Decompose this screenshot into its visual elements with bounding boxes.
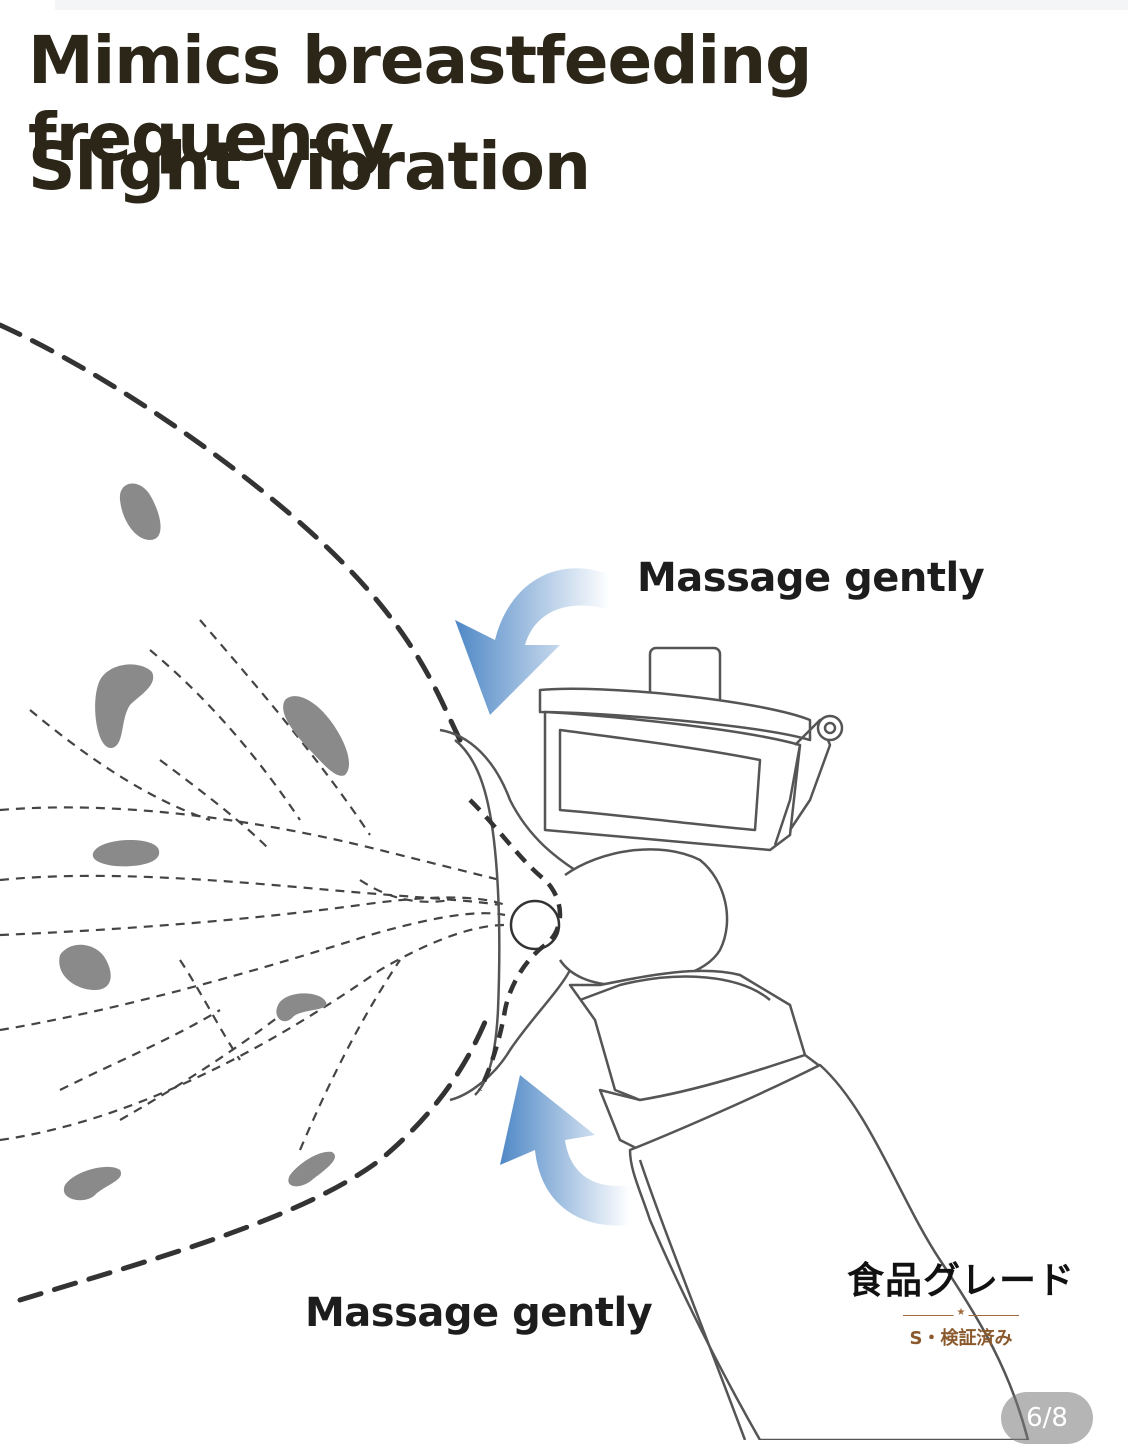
pump-body xyxy=(558,848,1030,1440)
stamp-divider: ★ xyxy=(903,1307,1019,1320)
star-icon: ★ xyxy=(953,1307,969,1318)
nipple-outline xyxy=(468,798,563,1092)
nipple-circle xyxy=(509,899,561,951)
lobules xyxy=(59,483,350,1201)
breast-outline xyxy=(0,322,493,1303)
milk-ducts xyxy=(0,619,506,1151)
stamp-title: 食品グレード xyxy=(847,1259,1075,1302)
top-strip xyxy=(55,0,1128,10)
motor-housing xyxy=(538,646,844,852)
curved-arrow-icon xyxy=(500,1075,630,1226)
food-grade-stamp: 食品グレード ★ S・検証済み xyxy=(838,1250,1084,1350)
callout-massage-top: Massage gently xyxy=(637,555,985,601)
callout-massage-bottom: Massage gently xyxy=(305,1290,653,1336)
image-pager-indicator[interactable]: 6/8 xyxy=(1001,1392,1093,1444)
headline-line-1: Mimics breastfeeding frequency xyxy=(28,22,812,176)
curved-arrow-icon xyxy=(455,568,610,715)
stamp-subtitle: S・検証済み xyxy=(909,1328,1013,1349)
headline-line-2: Slight vibration xyxy=(28,128,591,205)
